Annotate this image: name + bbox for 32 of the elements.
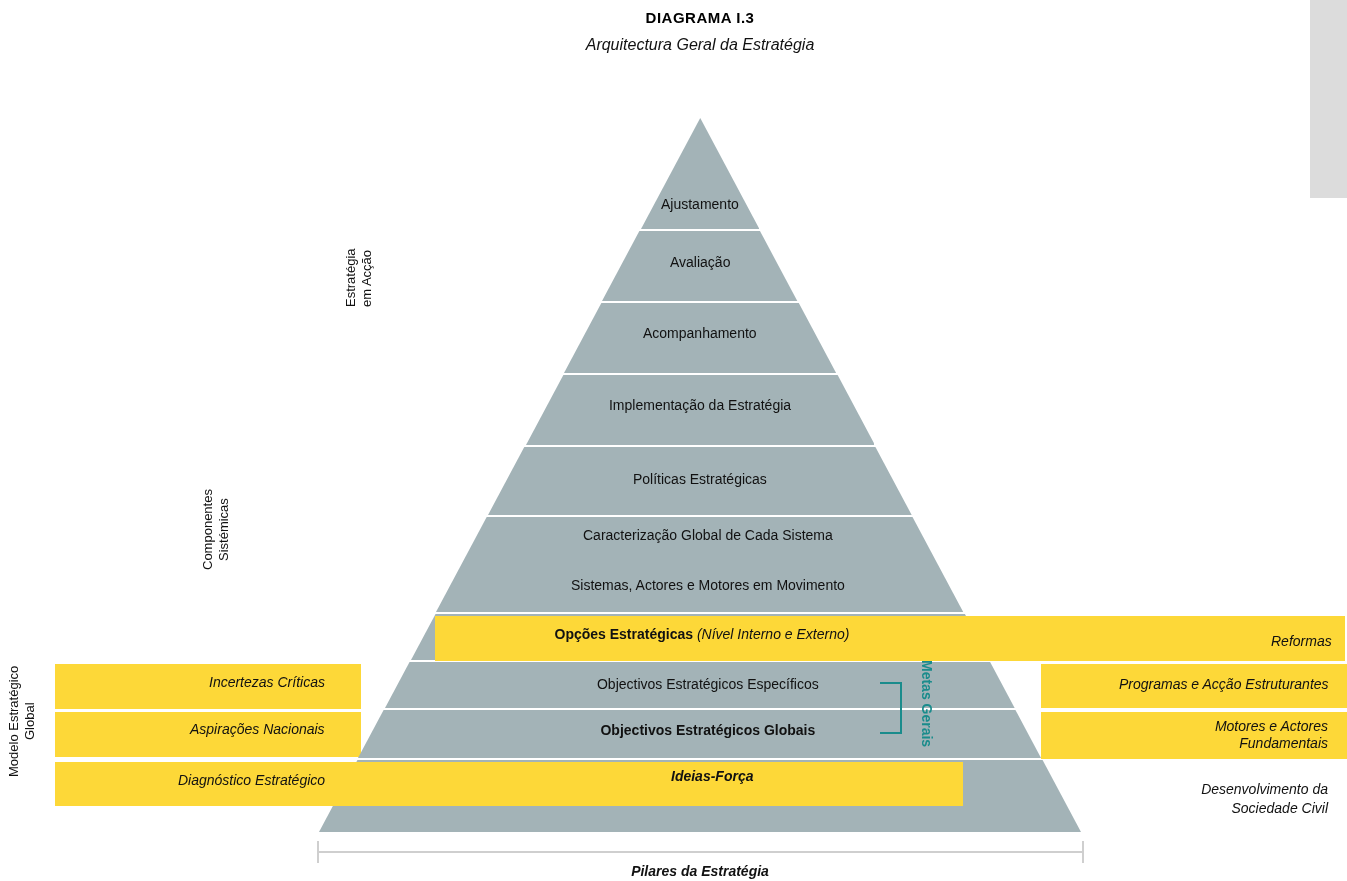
bar-label: Incertezas Críticas <box>209 673 325 691</box>
bar-label: Diagnóstico Estratégico <box>178 771 326 789</box>
label-bar <box>435 616 1345 661</box>
bar-label: Motores e Actores Fundamentais <box>1213 718 1328 752</box>
band-label: Sistemas, Actores e Motores em Movimento <box>571 576 845 594</box>
band-label: Ajustamento <box>661 195 739 213</box>
bracket-label: Pilares da Estratégia <box>630 863 770 879</box>
bar-label: Aspirações Nacionais <box>190 720 325 738</box>
bar-label: Ideias-Força <box>671 767 754 785</box>
band-label: Acompanhamento <box>643 324 757 342</box>
diagram-subtitle: Arquitectura Geral da Estratégia <box>584 36 816 54</box>
group-label: Metas Gerais <box>919 660 935 748</box>
band-label: Implementação da Estratégia <box>609 396 792 414</box>
axis-label: Estratégia em Acção <box>343 247 375 307</box>
bar-label: Programas e Acção Estruturantes <box>1119 675 1329 693</box>
band-label: Caracterização Global de Cada Sistema <box>583 526 833 544</box>
label-bar <box>55 664 361 709</box>
bar-label: Opções Estratégicas (Nível Interno e Externo) <box>554 625 850 643</box>
label-bar <box>1041 712 1347 759</box>
axis-label: Modelo Estratégico Global <box>6 665 38 777</box>
band-label: Objectivos Estratégicos Globais <box>600 721 816 739</box>
axis-label: Componentes Sistémicas <box>200 488 232 573</box>
side-note: Desenvolvimento da Sociedade Civil <box>1200 780 1328 818</box>
label-bar <box>55 762 963 806</box>
side-tab <box>1310 0 1347 198</box>
label-bar <box>55 712 361 757</box>
label-bar <box>1041 664 1347 708</box>
band-label: Políticas Estratégicas <box>633 470 767 488</box>
bar-label: Reformas <box>1271 632 1332 650</box>
diagram-title: DIAGRAMA I.3 <box>644 9 756 26</box>
band-label: Objectivos Estratégicos Específicos <box>597 675 819 693</box>
band-label: Avaliação <box>670 253 731 271</box>
